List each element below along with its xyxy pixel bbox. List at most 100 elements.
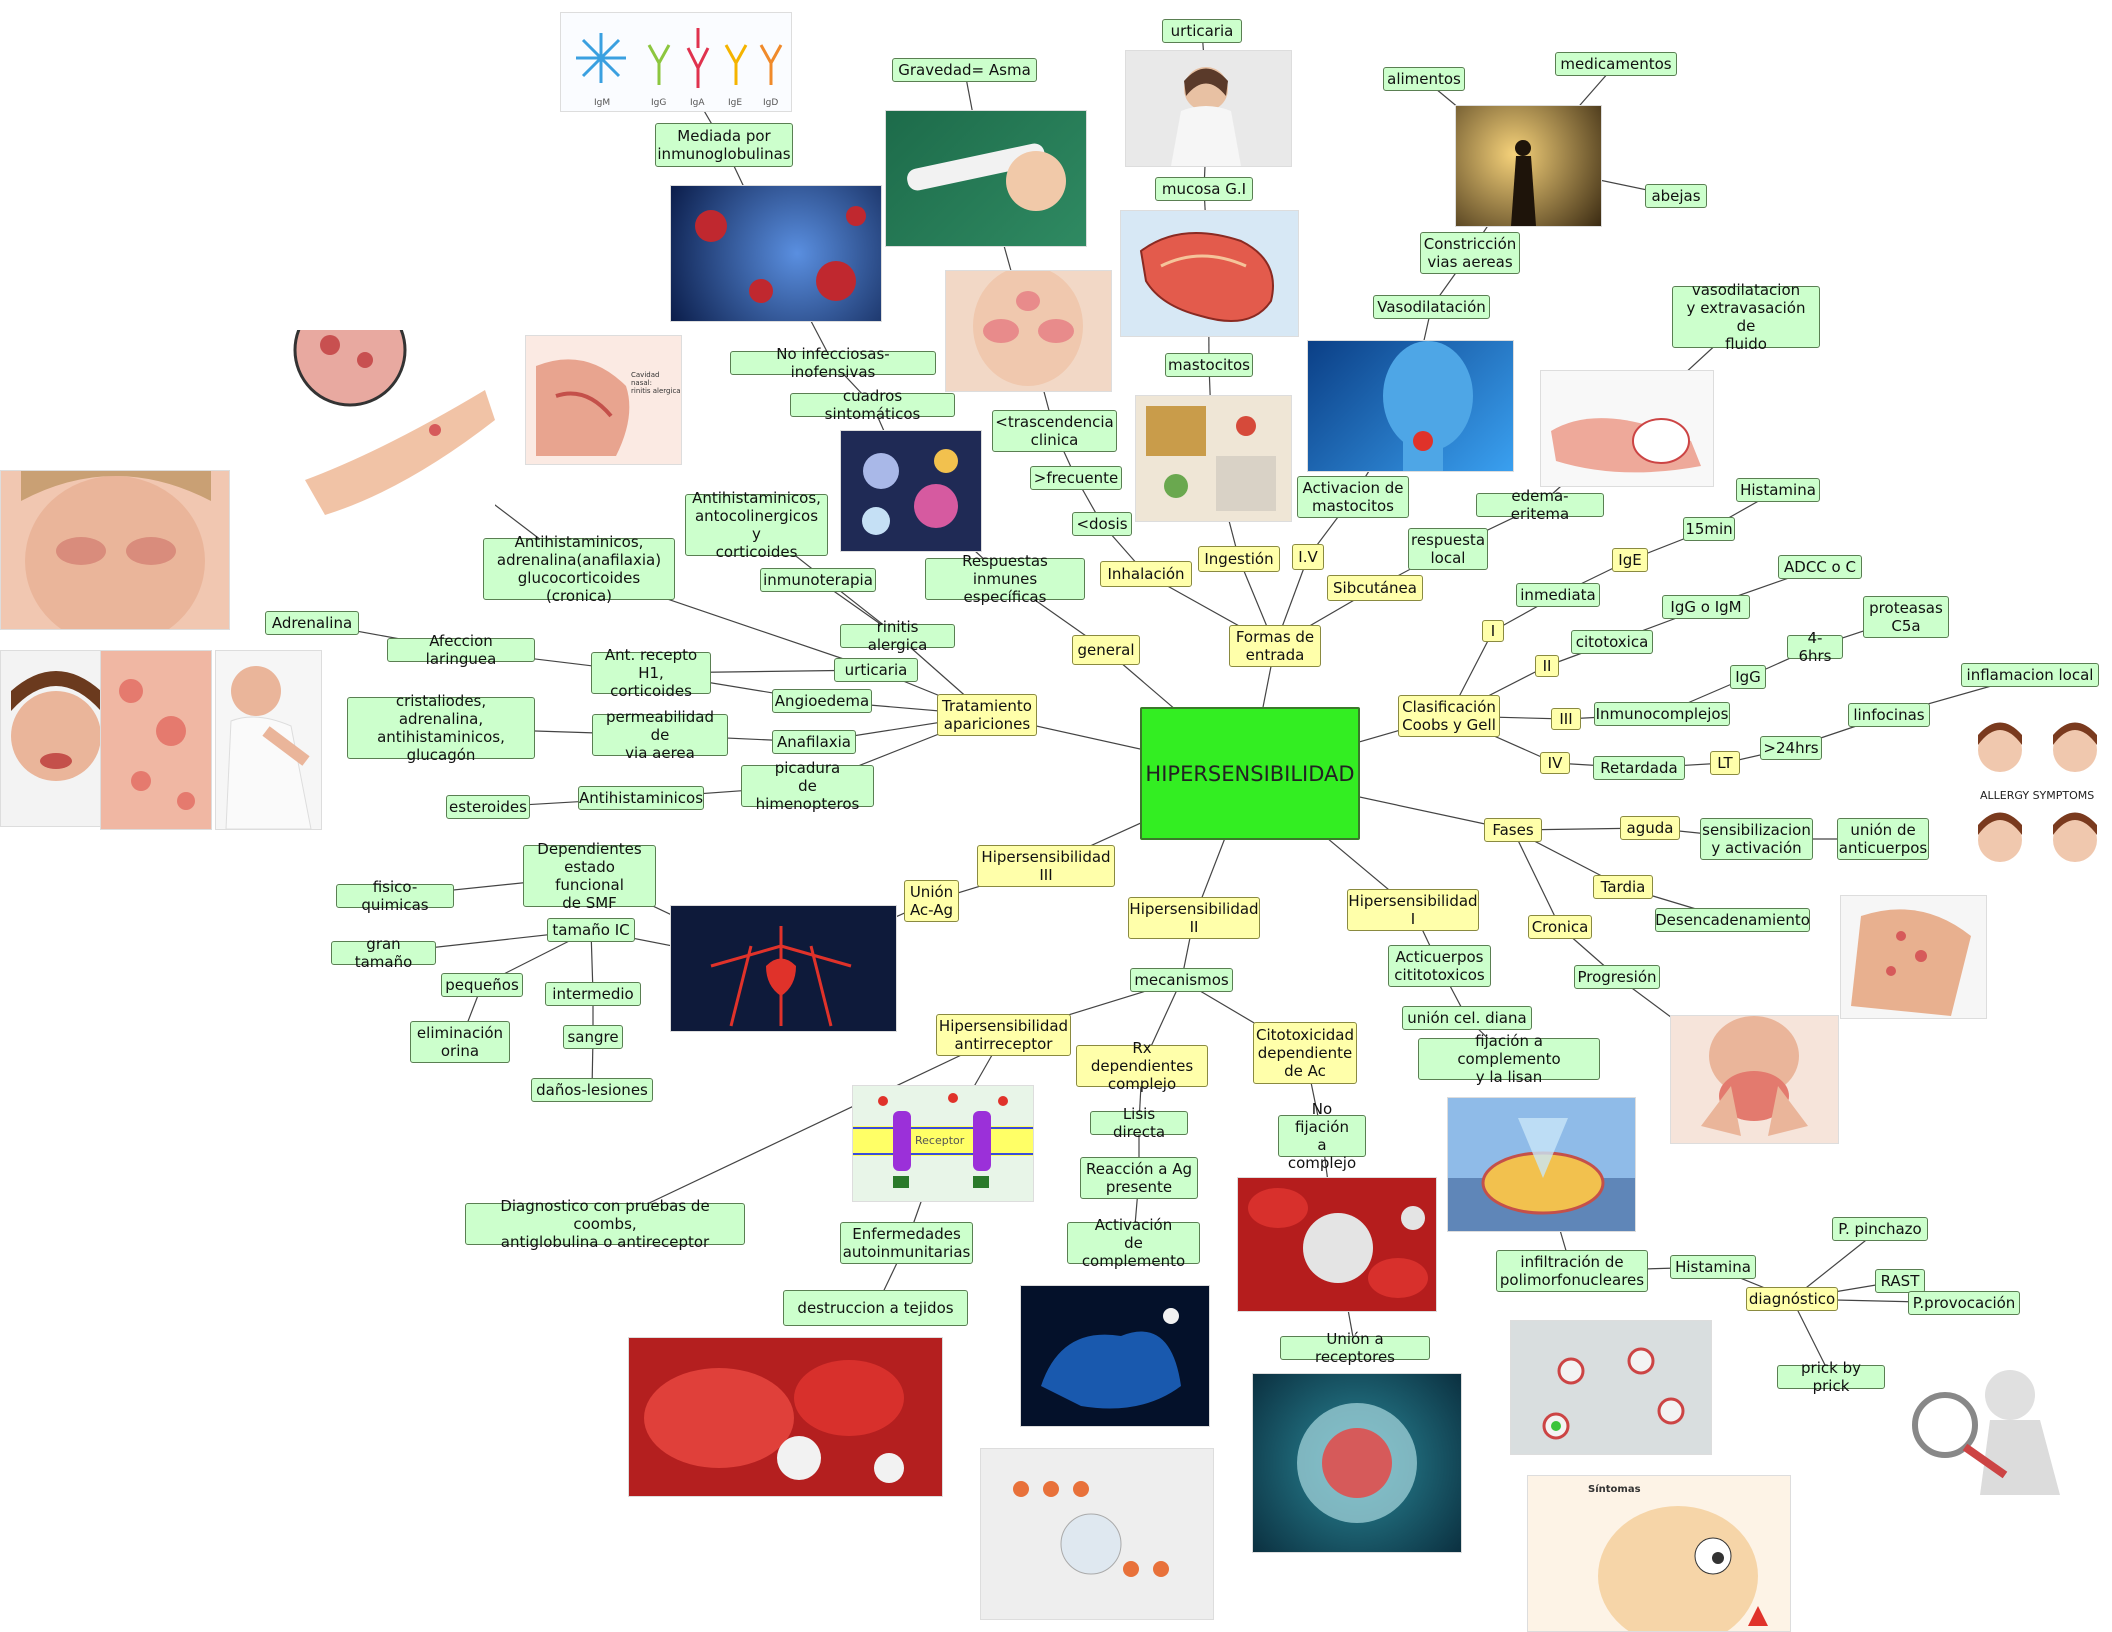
node-danos-lesiones[interactable]: daños-lesiones: [531, 1078, 653, 1102]
node-proteasas[interactable]: proteasas C5a: [1863, 596, 1949, 638]
node-24hrs[interactable]: >24hrs: [1760, 736, 1822, 760]
node-vasodilatacion[interactable]: Vasodilatación: [1373, 295, 1490, 319]
node-union-ac-ag[interactable]: Unión Ac-Ag: [904, 880, 959, 922]
node-activacion-complemento[interactable]: Activación de complemento: [1067, 1216, 1200, 1270]
node-diagnostico[interactable]: diagnóstico: [1746, 1287, 1838, 1311]
node-destruccion-tejidos[interactable]: destruccion a tejidos: [783, 1290, 968, 1326]
node-activacion-mastocitos[interactable]: Activacion de mastocitos: [1297, 476, 1409, 518]
node-gran-tamano[interactable]: gran tamaño: [331, 935, 436, 971]
node-adcc[interactable]: ADCC o C: [1778, 555, 1862, 579]
node-sangre[interactable]: sangre: [563, 1025, 623, 1049]
node-igg[interactable]: IgG: [1730, 665, 1766, 689]
node-inflamacion-local[interactable]: inflamacion local: [1961, 663, 2099, 687]
node-general[interactable]: general: [1072, 635, 1140, 665]
node-lt[interactable]: LT: [1710, 751, 1740, 775]
node-desencadenamiento[interactable]: Desencadenamiento: [1655, 908, 1810, 932]
node-fijacion-complemento[interactable]: fijación a complemento y la lisan: [1418, 1032, 1600, 1086]
node-cuadros-sintomaticos[interactable]: cuadros sintomáticos: [790, 387, 955, 423]
node-p-pinchazo[interactable]: P. pinchazo: [1832, 1217, 1928, 1241]
node-picadura[interactable]: picadura de himenopteros: [741, 759, 874, 813]
node-mastocitos[interactable]: mastocitos: [1165, 353, 1253, 377]
node-medicamentos[interactable]: medicamentos: [1555, 52, 1677, 76]
node-ingestion[interactable]: Ingestión: [1198, 546, 1280, 572]
node-union-anticuerpos[interactable]: unión de anticuerpos: [1837, 818, 1929, 860]
node-citotoxicidad[interactable]: Citotoxicidad dependiente de Ac: [1253, 1022, 1357, 1084]
node-rinitis-alergica[interactable]: rinitis alergica: [840, 618, 955, 654]
node-inmediata[interactable]: inmediata: [1516, 583, 1600, 607]
node-permeabilidad[interactable]: permeabilidad de via aerea: [592, 708, 728, 762]
node-hs-antirreceptor[interactable]: Hipersensibilidad antirreceptor: [936, 1014, 1071, 1056]
node-p-provocacion[interactable]: P.provocación: [1908, 1291, 2020, 1315]
node-no-infecciosas[interactable]: No infecciosas- inofensivas: [730, 345, 936, 381]
node-constriccion[interactable]: Constricción vias aereas: [1420, 232, 1520, 274]
node-reaccion-ag[interactable]: Reacción a Ag presente: [1080, 1157, 1198, 1199]
node-ant-receptor-h1[interactable]: Ant. recepto H1, corticoides: [591, 646, 711, 700]
node-fisico-quimicas[interactable]: fisico-quimicas: [336, 878, 454, 914]
node-mediada-ig[interactable]: Mediada por inmunoglobulinas: [655, 123, 793, 167]
node-no-fijacion[interactable]: No fijación a complejo: [1278, 1100, 1366, 1172]
node-tipo-ii[interactable]: II: [1535, 655, 1559, 677]
node-rast[interactable]: RAST: [1875, 1269, 1925, 1293]
node-tipo-i[interactable]: I: [1482, 620, 1504, 642]
node-adrenalina[interactable]: Adrenalina: [265, 611, 359, 635]
node-tardia[interactable]: Tardia: [1593, 875, 1653, 899]
node-citotoxica[interactable]: citotoxica: [1571, 630, 1653, 654]
node-trascendencia[interactable]: <trascendencia clinica: [992, 410, 1117, 452]
node-histamina-bottom[interactable]: Histamina: [1670, 1255, 1756, 1279]
node-sensibilizacion[interactable]: sensibilizacion y activación: [1700, 818, 1813, 860]
node-afeccion-laringuea[interactable]: Afeccion laringuea: [387, 632, 535, 668]
node-vasodilatacion-extravasacion[interactable]: vasodilatacion y extravasación de fluido: [1672, 281, 1820, 353]
node-hs-ii[interactable]: Hipersensibilidad II: [1128, 897, 1260, 939]
node-mecanismos[interactable]: mecanismos: [1130, 968, 1233, 992]
node-intermedio[interactable]: intermedio: [545, 982, 641, 1006]
node-4-6hrs[interactable]: 4-6hrs: [1787, 629, 1843, 665]
node-alimentos[interactable]: alimentos: [1383, 67, 1465, 91]
node-progresion[interactable]: Progresión: [1574, 965, 1660, 989]
node-tipo-iii[interactable]: III: [1551, 708, 1581, 730]
node-subcutanea[interactable]: Sibcutánea: [1327, 575, 1423, 601]
node-lisis-directa[interactable]: Lisis directa: [1090, 1105, 1188, 1141]
node-histamina-top[interactable]: Histamina: [1736, 478, 1820, 502]
central-node[interactable]: HIPERSENSIBILIDAD: [1140, 707, 1360, 840]
node-antihist-anticolinergicos[interactable]: Antihistaminicos, antocolinergicos y cor…: [685, 489, 828, 561]
node-pequenos[interactable]: pequeños: [441, 973, 523, 997]
node-cronica[interactable]: Cronica: [1528, 915, 1592, 939]
node-tipo-iv[interactable]: IV: [1540, 752, 1570, 774]
node-inhalacion[interactable]: Inhalación: [1100, 561, 1192, 587]
node-prick-by-prick[interactable]: prick by prick: [1777, 1359, 1885, 1395]
node-tratamiento[interactable]: Tratamiento apariciones: [937, 694, 1037, 736]
node-igg-igm[interactable]: IgG o IgM: [1662, 595, 1750, 619]
node-ige[interactable]: IgE: [1612, 548, 1648, 572]
node-eliminacion-orina[interactable]: eliminación orina: [410, 1021, 510, 1063]
node-respuestas-inmunes[interactable]: Respuestas inmunes específicas: [925, 552, 1085, 606]
node-union-cel-diana[interactable]: unión cel. diana: [1402, 1006, 1532, 1030]
node-antihistaminicos[interactable]: Antihistaminicos: [578, 786, 704, 810]
node-rx-dependientes[interactable]: Rx dependientes complejo: [1076, 1039, 1208, 1093]
node-anticuerpos-citotoxicos[interactable]: Acticuerpos cititotoxicos: [1388, 945, 1491, 987]
node-angioedema[interactable]: Angioedema: [772, 689, 872, 713]
node-enfermedades-autoinmunes[interactable]: Enfermedades autoinmunitarias: [840, 1222, 973, 1264]
node-urticaria[interactable]: urticaria: [834, 658, 918, 682]
node-mucosa-gi[interactable]: mucosa G.I: [1155, 177, 1253, 201]
node-aguda[interactable]: aguda: [1620, 816, 1680, 840]
node-esteroides[interactable]: esteroides: [446, 795, 530, 819]
node-abejas[interactable]: abejas: [1645, 184, 1707, 208]
node-diagnostico-coombs[interactable]: Diagnostico con pruebas de coombs, antig…: [465, 1197, 745, 1251]
node-clasificacion[interactable]: Clasificación Coobs y Gell: [1398, 695, 1500, 737]
node-dependientes-smf[interactable]: Dependientes estado funcional de SMF: [523, 840, 656, 912]
node-infiltracion[interactable]: infiltración de polimorfonucleares: [1496, 1250, 1648, 1292]
node-urticaria-top[interactable]: urticaria: [1162, 19, 1242, 43]
node-linfocinas[interactable]: linfocinas: [1848, 703, 1930, 727]
node-inmunoterapia[interactable]: inmunoterapia: [760, 568, 876, 592]
node-15min[interactable]: 15min: [1683, 517, 1735, 541]
node-hs-i[interactable]: Hipersensibilidad I: [1347, 889, 1479, 931]
node-anafilaxia[interactable]: Anafilaxia: [772, 730, 856, 754]
node-edema-eritema[interactable]: edema- eritema: [1476, 487, 1604, 523]
node-dosis[interactable]: <dosis: [1072, 512, 1132, 536]
node-formas-entrada[interactable]: Formas de entrada: [1229, 625, 1321, 667]
node-union-receptores[interactable]: Unión a receptores: [1280, 1330, 1430, 1366]
node-fases[interactable]: Fases: [1484, 818, 1542, 842]
node-gravedad-asma[interactable]: Gravedad= Asma: [892, 58, 1037, 82]
node-inmunocomplejos[interactable]: Inmunocomplejos: [1594, 702, 1730, 726]
node-respuesta-local[interactable]: respuesta local: [1408, 528, 1488, 570]
